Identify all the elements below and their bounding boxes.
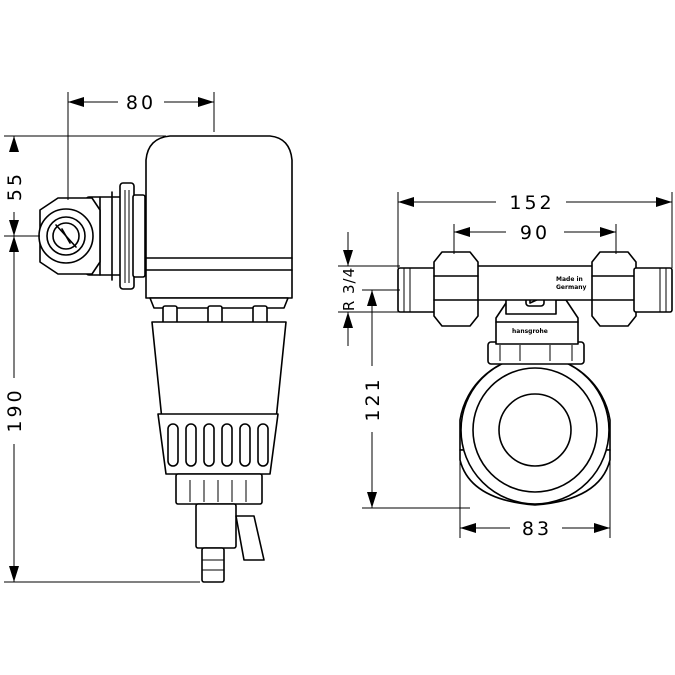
dim-front-bowl-width: 83 [522,518,552,540]
dim-front-height: 121 [362,376,384,421]
front-right-nut [591,251,637,327]
side-drain-lever [235,515,265,561]
front-pipe-body [469,265,601,301]
front-made-in-line2: Germany [556,284,587,291]
dim-side-width: 80 [126,92,156,114]
front-view: hansgrohe Made in Germany 152 [338,192,673,540]
side-drain-valve [195,503,237,549]
dim-front-thread: R 3/4 [340,267,358,311]
dim-side-top-height: 55 [4,171,26,201]
side-drain-spout [201,547,225,583]
front-collar [487,341,585,365]
side-filter-head [145,135,293,299]
front-right-thread [633,267,673,313]
front-made-in-line1: Made in [556,276,583,283]
side-view: 80 55 190 [4,92,293,583]
front-bowl-center [498,393,572,467]
side-filter-bowl [151,321,287,421]
front-left-nut [433,251,479,327]
dim-side-total-height: 190 [4,387,26,432]
front-brand-label: hansgrohe [512,328,548,335]
side-connector-flange [119,182,135,290]
dim-front-total-width: 152 [509,192,554,214]
dim-front-inner-width: 90 [520,222,550,244]
